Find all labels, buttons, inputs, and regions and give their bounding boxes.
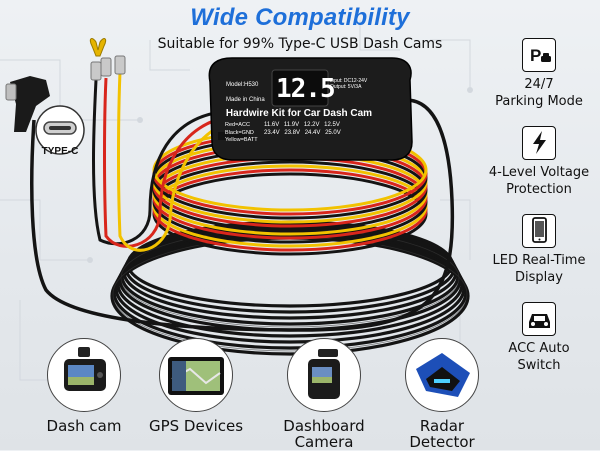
- phone-display-icon: [522, 214, 556, 248]
- parking-icon: P: [522, 38, 556, 72]
- hardwire-box: [208, 57, 413, 161]
- device-label: Dash cam: [46, 417, 122, 435]
- lightning-icon: [522, 126, 556, 160]
- svg-text:P: P: [530, 46, 541, 65]
- page-subtitle: Suitable for 99% Type-C USB Dash Cams: [157, 36, 443, 52]
- type-c-label: TYPE-C: [41, 146, 79, 157]
- car-icon: [522, 302, 556, 336]
- dashboard-camera-icon: [287, 338, 361, 412]
- page-title: Wide Compatibility: [190, 4, 410, 31]
- type-c-connector: [5, 76, 50, 132]
- device-label: GPS Devices: [148, 417, 244, 435]
- dash-cam-icon: [47, 338, 121, 412]
- device-dash-cam: Dash cam: [34, 338, 134, 434]
- radar-detector-icon: [405, 338, 479, 412]
- device-gps: GPS Devices: [146, 338, 246, 434]
- gps-device-icon: [159, 338, 233, 412]
- wire-terminals: [89, 38, 126, 81]
